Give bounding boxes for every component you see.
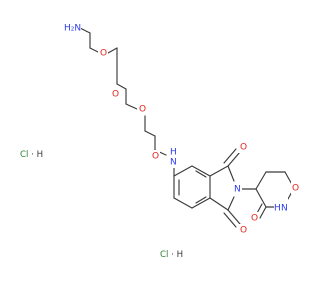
bond-aromatic-5 bbox=[191, 165, 211, 177]
bond-chain-11 bbox=[144, 130, 156, 137]
bond-carbonyl-top-2 bbox=[223, 148, 237, 164]
salt-1-h: H bbox=[37, 150, 43, 160]
glutarimide-nh-n-label: N bbox=[281, 204, 288, 214]
phthalimide-o-top-label: O bbox=[240, 143, 247, 153]
bonds bbox=[79, 27, 300, 228]
ether-o-3-label: O bbox=[139, 105, 146, 115]
bond-imide-4 bbox=[209, 197, 229, 211]
ether-o-1-label: O bbox=[100, 49, 107, 59]
salt-1-cl: Cl bbox=[20, 150, 28, 160]
salt-labels: Cl · H Cl · H bbox=[20, 150, 183, 260]
bond-imide-2 bbox=[227, 165, 235, 182]
atom-labels: H₂N O O O O H N O O N H N bbox=[63, 22, 300, 236]
bond-aromatic-2 bbox=[173, 197, 193, 209]
phthalimide-o-bottom-bg bbox=[238, 224, 248, 236]
phthalimide-o-bottom-label: O bbox=[240, 226, 247, 236]
bond-glut-1 bbox=[255, 171, 267, 190]
salt-2-h: H bbox=[177, 250, 183, 260]
amine-label: H₂N bbox=[64, 24, 81, 34]
salt-2-label: Cl · H bbox=[160, 250, 183, 260]
amine-nh-bg bbox=[167, 148, 179, 168]
ether-o-2-label: O bbox=[112, 90, 119, 100]
glutarimide-o-left-label: O bbox=[251, 214, 258, 224]
phthalimide-o-top-bg bbox=[238, 141, 248, 153]
bond-carbonyl-bottom-2 bbox=[223, 212, 237, 228]
amine-nh-n-label: N bbox=[170, 158, 177, 168]
salt-2-sep: · bbox=[168, 250, 176, 260]
glutarimide-o-right-label: O bbox=[292, 184, 299, 194]
amine-label-bg bbox=[63, 22, 81, 34]
bond-imide-3 bbox=[227, 196, 235, 211]
bond-carbonyl-top-1 bbox=[227, 151, 241, 167]
bond-glut-carbonyl-left-1 bbox=[259, 206, 267, 219]
bond-aromatic-6 bbox=[173, 165, 193, 177]
bond-chain-1 bbox=[79, 27, 91, 34]
structure-diagram: H₂N O O O O H N O O N H N bbox=[20, 22, 300, 260]
molecule-canvas: H₂N O O O O H N O O N H N bbox=[20, 22, 300, 260]
amine-nh-h-label: H bbox=[170, 148, 177, 158]
salt-1-label: Cl · H bbox=[20, 150, 43, 160]
imide-n-bg bbox=[232, 183, 242, 195]
bond-carbonyl-bottom-1 bbox=[227, 209, 241, 225]
bond-chain-9 bbox=[125, 103, 138, 110]
glutarimide-nh-h-label: H bbox=[274, 204, 281, 214]
bond-imide-1 bbox=[209, 165, 229, 177]
bond-chain-7 bbox=[116, 83, 127, 90]
glutarimide-o-left-bg bbox=[249, 212, 259, 224]
ether-o-3-bg bbox=[137, 103, 147, 115]
bond-aromatic-3 bbox=[191, 197, 211, 209]
ether-o-4-bg bbox=[150, 150, 160, 162]
glutarimide-o-right-bg bbox=[291, 182, 300, 194]
salt-1-sep: · bbox=[28, 150, 36, 160]
ether-o-1-bg bbox=[98, 47, 108, 59]
glutarimide-nh-bg bbox=[274, 198, 288, 216]
bond-glut-6 bbox=[255, 188, 267, 208]
ether-o-2-bg bbox=[110, 88, 120, 100]
bond-aromatic-inner-2 bbox=[195, 196, 207, 204]
imide-n-label: N bbox=[234, 185, 241, 195]
ether-o-4-label: O bbox=[152, 152, 159, 162]
bond-chain-4 bbox=[107, 47, 118, 54]
salt-2-cl: Cl bbox=[160, 250, 168, 260]
bond-aromatic-inner-3 bbox=[195, 170, 207, 178]
